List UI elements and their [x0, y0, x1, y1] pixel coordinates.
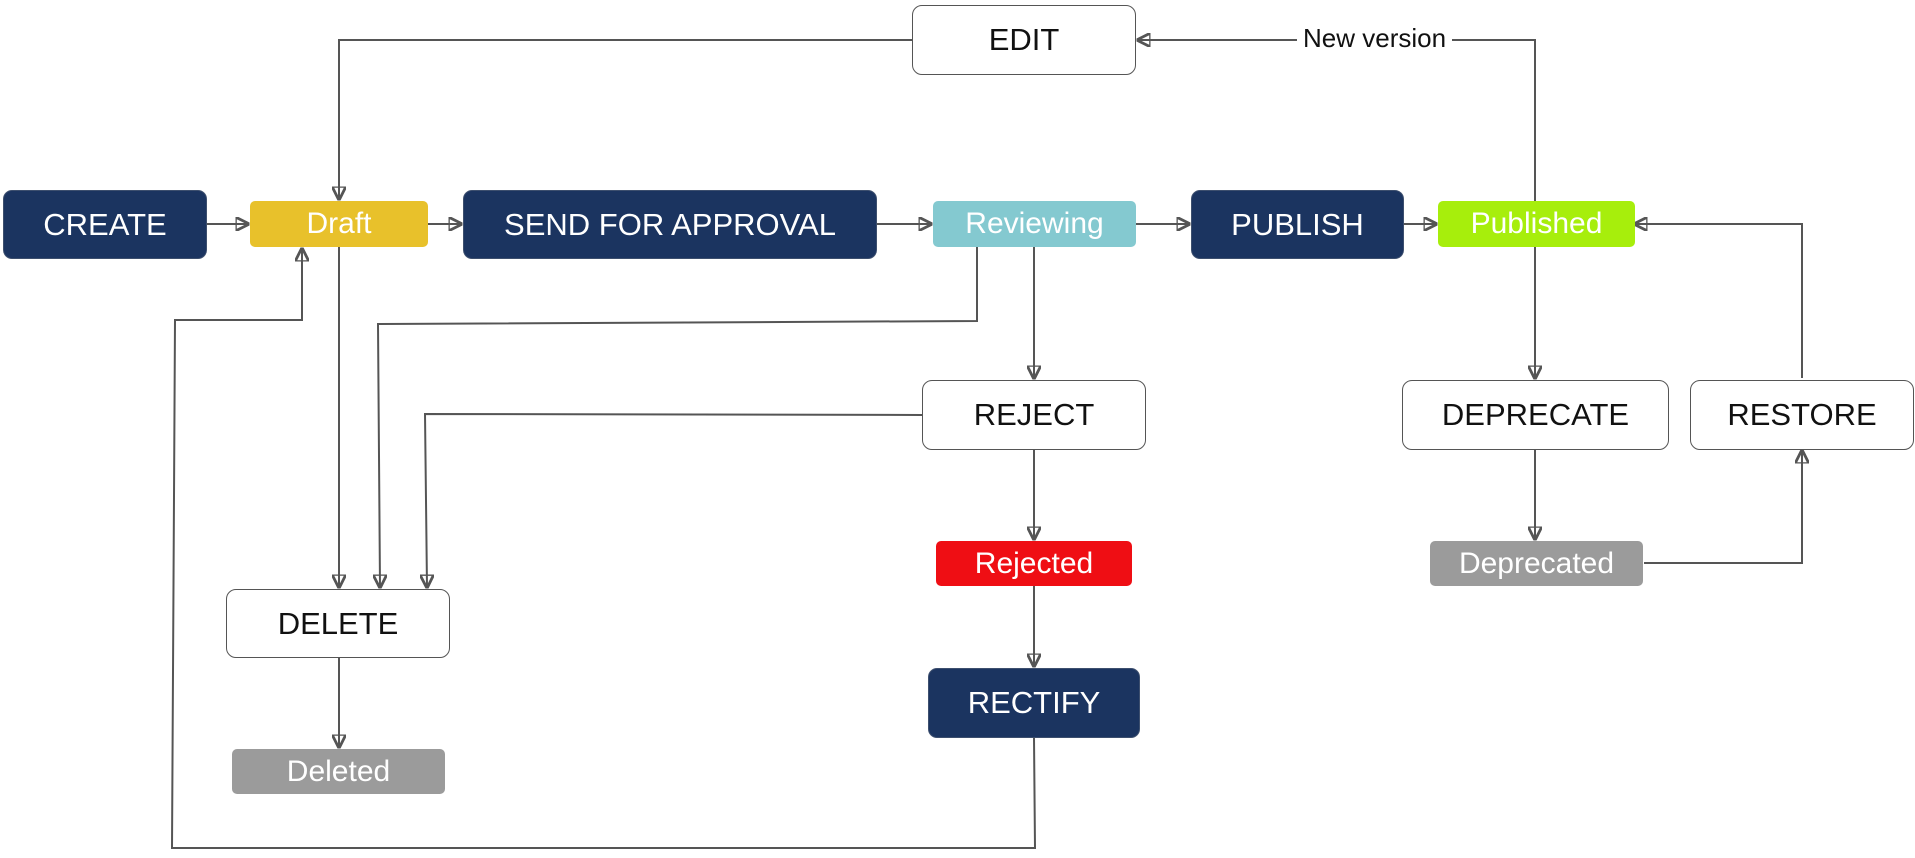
rejected-state-node: Rejected	[936, 541, 1132, 586]
reviewing-state-node: Reviewing	[933, 201, 1136, 247]
arrow-published-to-edit	[1138, 40, 1536, 201]
new-version-label: New version	[1297, 23, 1453, 54]
arrow-restore-to-published	[1635, 224, 1803, 378]
rectify-action-node[interactable]: RECTIFY	[928, 668, 1140, 738]
draft-state-node: Draft	[250, 201, 428, 247]
deprecate-action-node[interactable]: DEPRECATE	[1402, 380, 1669, 450]
arrow-deprecated-to-restore	[1644, 451, 1802, 564]
send-for-approval-action-node[interactable]: SEND FOR APPROVAL	[463, 190, 877, 259]
arrow-reviewing-to-delete	[378, 247, 978, 587]
published-state-node: Published	[1438, 201, 1635, 247]
delete-action-node[interactable]: DELETE	[226, 589, 450, 658]
edit-action-node[interactable]: EDIT	[912, 5, 1136, 75]
deleted-state-node: Deleted	[232, 749, 445, 794]
create-action-node[interactable]: CREATE	[3, 190, 207, 259]
arrow-reject-to-delete	[425, 412, 923, 587]
restore-action-node[interactable]: RESTORE	[1690, 380, 1914, 450]
publish-action-node[interactable]: PUBLISH	[1191, 190, 1404, 259]
arrow-edit-to-draft	[339, 39, 912, 199]
reject-action-node[interactable]: REJECT	[922, 380, 1146, 450]
arrow-rectify-to-draft	[170, 249, 1037, 849]
deprecated-state-node: Deprecated	[1430, 541, 1643, 586]
